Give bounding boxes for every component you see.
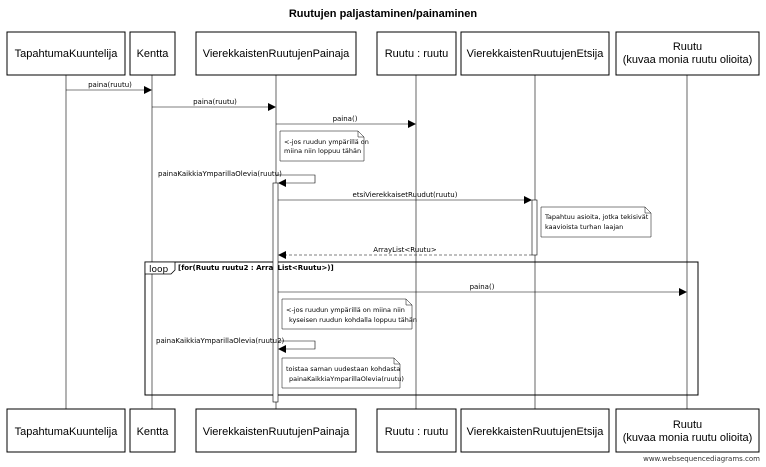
message-label: paina(ruutu) [193,98,237,106]
participant-label: Ruutu : ruutu [385,48,449,60]
participant-ruutu: Ruutu (kuvaa monia ruutu olioita) [615,31,760,76]
participant-label: Ruutu [673,41,702,53]
participant-label: VierekkaistenRuutujenPainaja [203,48,350,60]
note-1: <-jos ruudun ympärillä on miina niin lop… [279,130,369,162]
participant-etsija: VierekkaistenRuutujenEtsija [460,31,610,76]
footer-link[interactable]: www.websequencediagrams.com [643,455,760,463]
message-label: paina(ruutu) [88,81,132,89]
note-4: toistaa saman uudestaan kohdasta painaKa… [281,357,404,389]
participant-painaja: VierekkaistenRuutujenPainaja [195,31,357,76]
participant-kentta: Kentta [129,31,176,76]
note-line: kaavioista turhan laajan [545,223,623,231]
note-line: miina niin loppuu tähän [284,147,361,155]
note-line: toistaa saman uudestaan kohdasta [286,365,400,373]
participant-kentta-bottom: Kentta [129,408,176,453]
message-label: painaKaikkiaYmparillaOlevia(ruutu) [158,170,282,178]
participant-label: VierekkaistenRuutujenPainaja [203,426,350,438]
message-6-return: ArrayList<Ruutu> [278,246,532,259]
loop-condition: [for(Ruutu ruutu2 : ArrayList<Ruutu>)] [178,264,334,272]
participant-label: Kentta [137,48,170,60]
self-message-2: painaKaikkiaYmparillaOlevia(ruutu2) [156,337,316,353]
message-7: paina() [278,283,687,296]
participants-bottom: TapahtumaKuuntelija Kentta Vierekkaisten… [6,408,760,453]
message-label: paina() [470,283,495,291]
message-5: etsiVierekkaisetRuudut(ruutu) [278,191,532,204]
diagram-title: Ruutujen paljastaminen/painaminen [289,8,478,20]
participant-ruutu-ruutu-bottom: Ruutu : ruutu [376,408,457,453]
note-line: painaKaikkiaYmparillaOlevia(ruutu) [289,375,404,383]
participant-label: VierekkaistenRuutujenEtsija [467,426,605,438]
note-line: <-jos ruudun ympärillä on miina niin [286,306,405,314]
participant-tapahtumakuuntelija: TapahtumaKuuntelija [6,31,126,76]
activation-painaja [272,182,279,403]
note-line: Tapahtuu asioita, jotka tekisivät [544,213,649,221]
participant-tapahtumakuuntelija-bottom: TapahtumaKuuntelija [6,408,126,453]
participant-label: TapahtumaKuuntelija [15,48,119,60]
participant-ruutu-bottom: Ruutu (kuvaa monia ruutu olioita) [615,408,760,453]
note-2: Tapahtuu asioita, jotka tekisivät kaavio… [540,206,652,238]
self-message-1: painaKaikkiaYmparillaOlevia(ruutu) [158,170,316,187]
message-label: ArrayList<Ruutu> [373,246,437,254]
participant-label: TapahtumaKuuntelija [15,426,119,438]
message-label: painaKaikkiaYmparillaOlevia(ruutu2) [156,337,285,345]
message-label: paina() [333,115,358,123]
participants-top: TapahtumaKuuntelija Kentta Vierekkaisten… [6,31,760,76]
message-3: paina() [276,115,416,128]
loop-label: loop [149,265,169,275]
note-line: kyseisen ruudun kohdalla loppuu tähän [289,316,417,324]
participant-sublabel: (kuvaa monia ruutu olioita) [623,432,753,444]
loop-frame: loop [for(Ruutu ruutu2 : ArrayList<Ruutu… [144,261,699,396]
activation-etsija [531,199,538,256]
note-3: <-jos ruudun ympärillä on miina niin kys… [281,298,417,330]
participant-ruutu-ruutu: Ruutu : ruutu [376,31,457,76]
participant-etsija-bottom: VierekkaistenRuutujenEtsija [460,408,610,453]
message-label: etsiVierekkaisetRuudut(ruutu) [353,191,458,199]
participant-label: Ruutu : ruutu [385,426,449,438]
participant-painaja-bottom: VierekkaistenRuutujenPainaja [195,408,357,453]
note-line: <-jos ruudun ympärillä on [284,138,369,146]
participant-label: Ruutu [673,419,702,431]
participant-sublabel: (kuvaa monia ruutu olioita) [623,54,753,66]
participant-label: Kentta [137,426,170,438]
message-1: paina(ruutu) [66,81,152,94]
message-2: paina(ruutu) [152,98,276,111]
participant-label: VierekkaistenRuutujenEtsija [467,48,605,60]
